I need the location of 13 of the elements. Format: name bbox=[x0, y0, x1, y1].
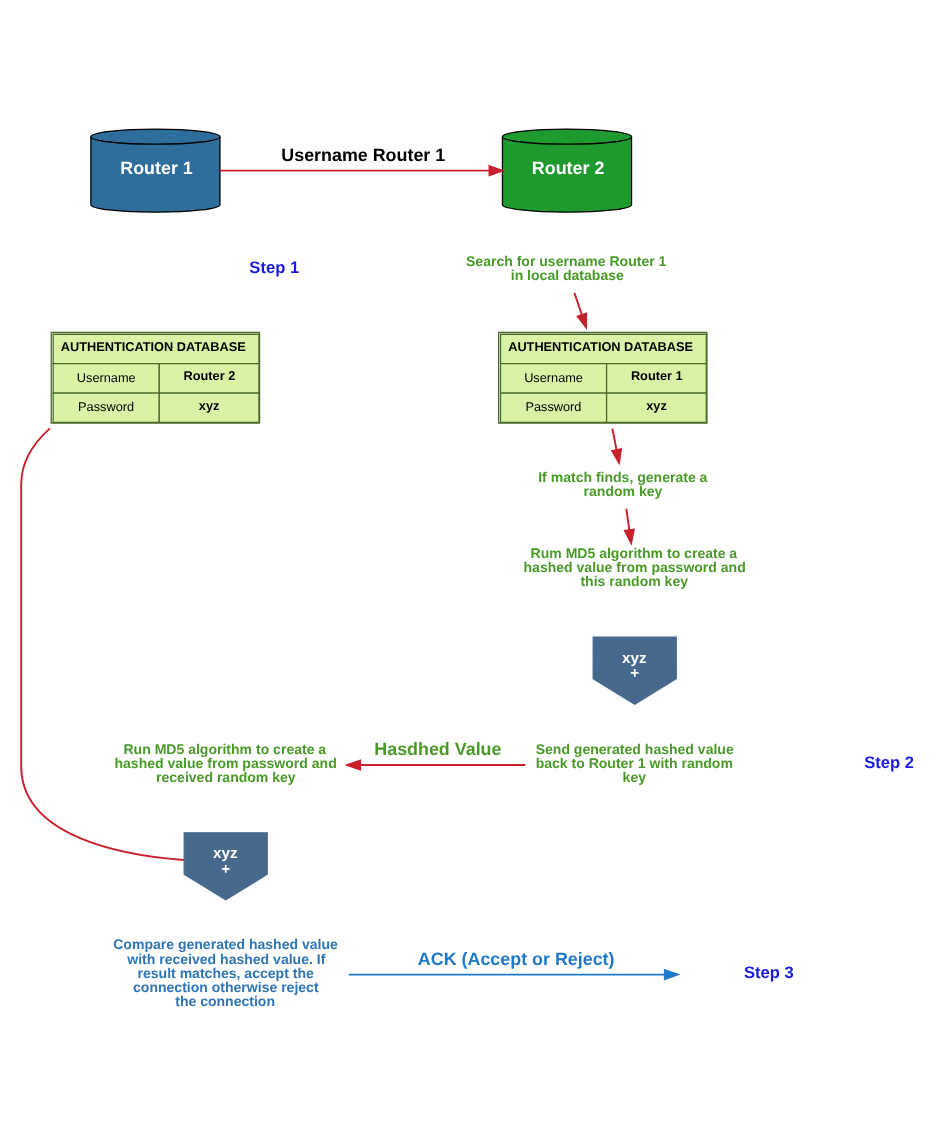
connector bbox=[20, 426, 185, 860]
arrow bbox=[219, 163, 506, 176]
arrow bbox=[573, 290, 588, 329]
arrow bbox=[347, 967, 681, 980]
arrow bbox=[344, 758, 527, 770]
arrow bbox=[610, 426, 623, 465]
edge-label: Username Router 1 bbox=[281, 143, 446, 164]
label: Step 2 bbox=[864, 751, 914, 772]
label: Step 3 bbox=[744, 960, 794, 981]
arrow bbox=[623, 506, 635, 545]
edge-label: ACK (Accept or Reject) bbox=[417, 947, 615, 968]
edge-label: Hasdhed Value bbox=[374, 738, 502, 759]
label: Step 1 bbox=[249, 255, 300, 276]
